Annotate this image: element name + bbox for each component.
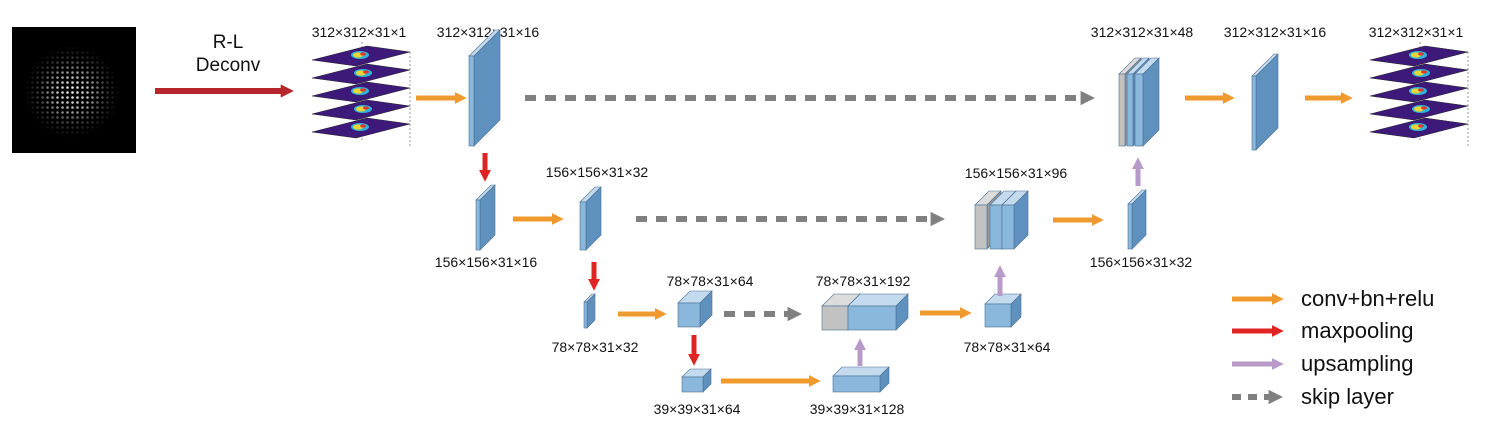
stack-slice xyxy=(1369,81,1469,103)
feature-map-concat2-out xyxy=(1001,190,1029,250)
feature-map-enc3 xyxy=(677,290,713,328)
rl-label-line1: R-L xyxy=(213,32,244,53)
label-enc1-shape: 312×312×31×16 xyxy=(437,24,540,40)
feature-map-dec2 xyxy=(1127,189,1147,250)
stack-slice xyxy=(311,81,411,103)
label-concat3-shape: 78×78×31×192 xyxy=(816,273,911,289)
stack-slice xyxy=(1369,45,1469,67)
stack-slice xyxy=(311,63,411,85)
feature-map-concat1-out xyxy=(1134,57,1160,147)
skip-arrows xyxy=(525,90,1095,322)
input-volume-stack xyxy=(311,42,411,148)
input-image xyxy=(12,27,136,153)
stack-slice xyxy=(311,45,411,67)
image-stacks xyxy=(311,42,1469,148)
label-output-shape: 312×312×31×1 xyxy=(1369,24,1464,40)
feature-map-dec3 xyxy=(984,293,1022,328)
label-pool2-shape: 78×78×31×32 xyxy=(552,339,639,355)
upsample-arrows xyxy=(853,157,1145,366)
stack-slice xyxy=(1369,63,1469,85)
feature-map-concat3-up xyxy=(847,293,909,331)
feature-maps xyxy=(468,29,1279,393)
feature-map-pool3 xyxy=(681,368,712,393)
legend-skip-label: skip layer xyxy=(1301,384,1394,409)
stack-slice xyxy=(311,117,411,139)
feature-map-dec1 xyxy=(1251,53,1279,151)
label-dec2-shape: 156×156×31×32 xyxy=(1090,254,1193,270)
conv-arrows xyxy=(416,91,1353,388)
stack-slice xyxy=(311,99,411,121)
legend-maxpool-label: maxpooling xyxy=(1301,318,1414,343)
label-concat2-shape: 156×156×31×96 xyxy=(965,165,1068,181)
legend: conv+bn+relu maxpooling upsampling skip … xyxy=(1232,286,1434,409)
label-dec3-shape: 78×78×31×64 xyxy=(964,339,1051,355)
stack-slice xyxy=(1369,117,1469,139)
label-bottleneck-shape: 39×39×31×128 xyxy=(810,401,905,417)
feature-map-pool1 xyxy=(475,184,496,251)
feature-map-enc1 xyxy=(468,29,501,147)
stack-slice xyxy=(1369,99,1469,121)
label-enc2-shape: 156×156×31×32 xyxy=(546,164,649,180)
label-enc3-shape: 78×78×31×64 xyxy=(667,273,754,289)
feature-map-bottleneck xyxy=(832,366,890,393)
feature-map-pool2 xyxy=(583,293,596,329)
rl-label-line2: Deconv xyxy=(196,55,261,76)
label-dec1-shape: 312×312×31×16 xyxy=(1224,24,1327,40)
label-input-shape: 312×312×31×1 xyxy=(312,24,407,40)
label-pool3-shape: 39×39×31×64 xyxy=(654,401,741,417)
label-pool1-shape: 156×156×31×16 xyxy=(435,254,538,270)
legend-upsample-label: upsampling xyxy=(1301,351,1414,376)
legend-conv-label: conv+bn+relu xyxy=(1301,286,1434,311)
pool-arrows xyxy=(478,153,701,366)
label-concat1-shape: 312×312×31×48 xyxy=(1091,24,1194,40)
output-volume-stack xyxy=(1369,42,1469,148)
feature-map-enc2 xyxy=(579,186,602,251)
